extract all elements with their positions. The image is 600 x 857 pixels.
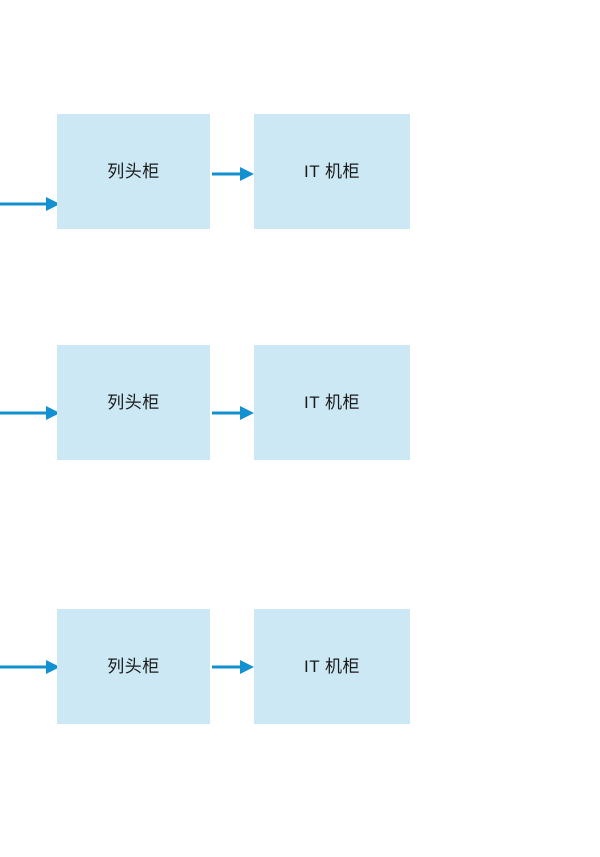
node-row-head-cabinet-2[interactable]: 列头柜 [57, 345, 210, 460]
node-row-head-cabinet-3[interactable]: 列头柜 [57, 609, 210, 724]
node-it-rack-2[interactable]: IT 机柜 [254, 345, 410, 460]
node-it-rack-1[interactable]: IT 机柜 [254, 114, 410, 229]
node-label: 列头柜 [107, 162, 160, 181]
node-label: IT 机柜 [303, 162, 361, 181]
arrow-into-row-head-cabinet-2 [0, 406, 60, 420]
arrow-row-head-to-it-rack-2 [212, 406, 254, 420]
arrow-into-row-head-cabinet-1 [0, 197, 60, 211]
node-row-head-cabinet-1[interactable]: 列头柜 [57, 114, 210, 229]
arrow-row-head-to-it-rack-1 [212, 167, 254, 181]
node-label: 列头柜 [107, 393, 160, 412]
node-label: IT 机柜 [303, 657, 361, 676]
arrow-row-head-to-it-rack-3 [212, 660, 254, 674]
node-label: 列头柜 [107, 657, 160, 676]
arrow-into-row-head-cabinet-3 [0, 660, 60, 674]
node-it-rack-3[interactable]: IT 机柜 [254, 609, 410, 724]
node-label: IT 机柜 [303, 393, 361, 412]
